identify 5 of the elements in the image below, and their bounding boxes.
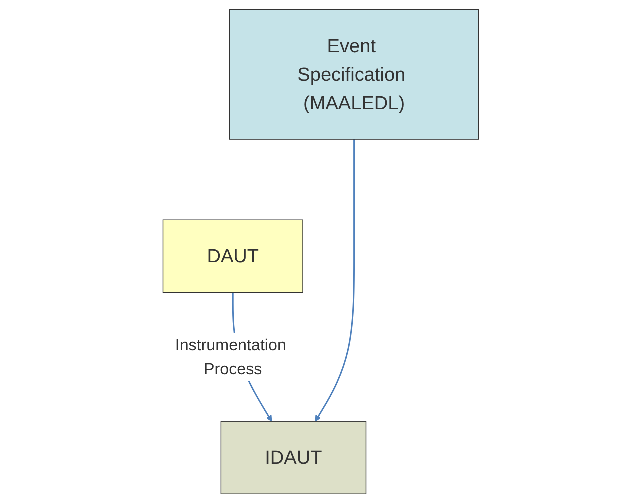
node-box: Event Specification (MAALEDL) <box>229 10 479 140</box>
arrow <box>314 140 355 422</box>
node-box: DAUT <box>162 220 304 294</box>
node-box: IDAUT <box>220 421 366 494</box>
edge-label: Instrumentation Process <box>174 336 286 378</box>
